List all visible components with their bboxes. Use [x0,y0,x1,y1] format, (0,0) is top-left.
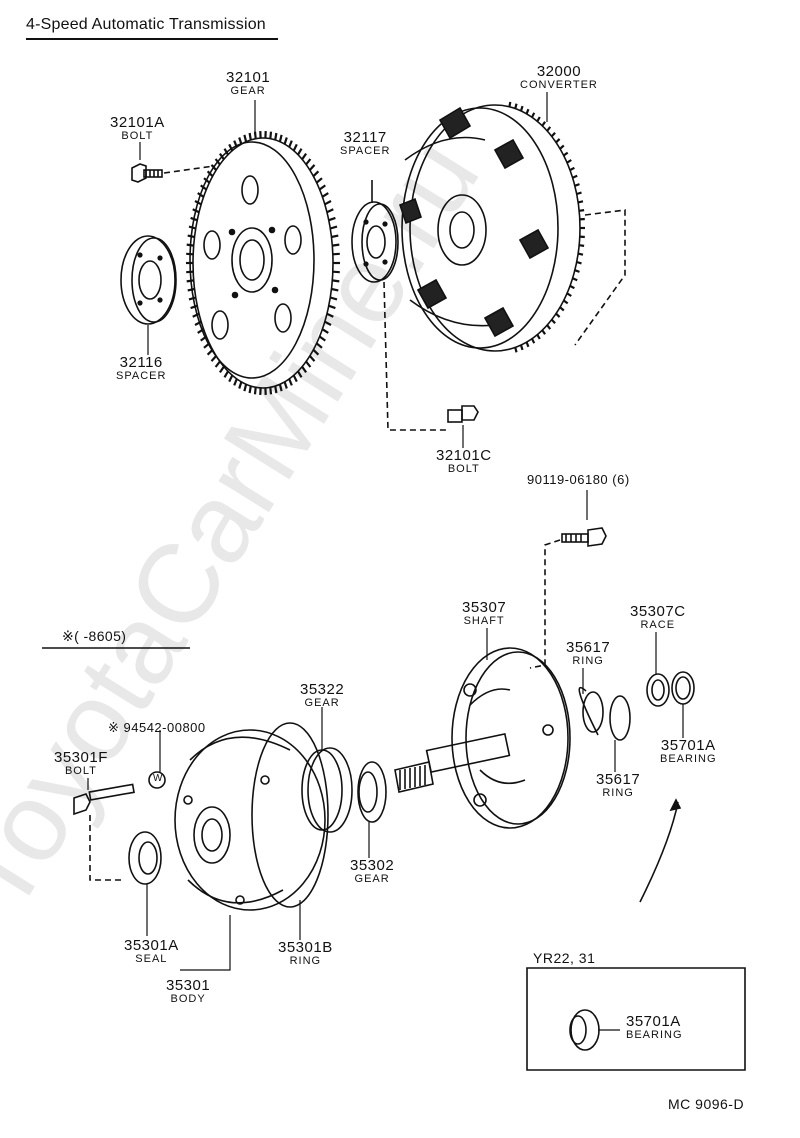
inset-label: YR22, 31 [533,950,596,966]
spacer-32116-shape [120,235,177,325]
label-washer-94542: ※ 94542-00800 [108,720,206,735]
inset-box [526,967,746,1071]
drive-plate-gear [186,131,340,395]
leader-lines [87,92,684,971]
bolt-32101C-shape [447,405,479,423]
pump-gear-shapes [301,747,387,833]
spacer-32117-shape [351,180,450,431]
ring-gear-teeth [186,131,340,395]
converter-teeth [508,101,585,353]
bolt-32101A-shape [131,163,215,183]
bolt-90119-shape [529,527,607,669]
ref-code: MC 9096-D [668,1096,745,1112]
pump-body-shape [174,722,329,911]
washer-94542-shape [148,771,166,789]
stator-shaft-shape [394,647,571,829]
torque-converter-shape [399,101,626,353]
seal-35301A-shape [128,831,162,885]
washer-mark: W [153,773,163,784]
label-bolt-90119: 90119-06180 (6) [527,472,630,487]
bolt-35301F-shape [73,783,135,881]
date-note: ※( -8605) [62,628,127,644]
page-title: 4-Speed Automatic Transmission [26,16,278,40]
